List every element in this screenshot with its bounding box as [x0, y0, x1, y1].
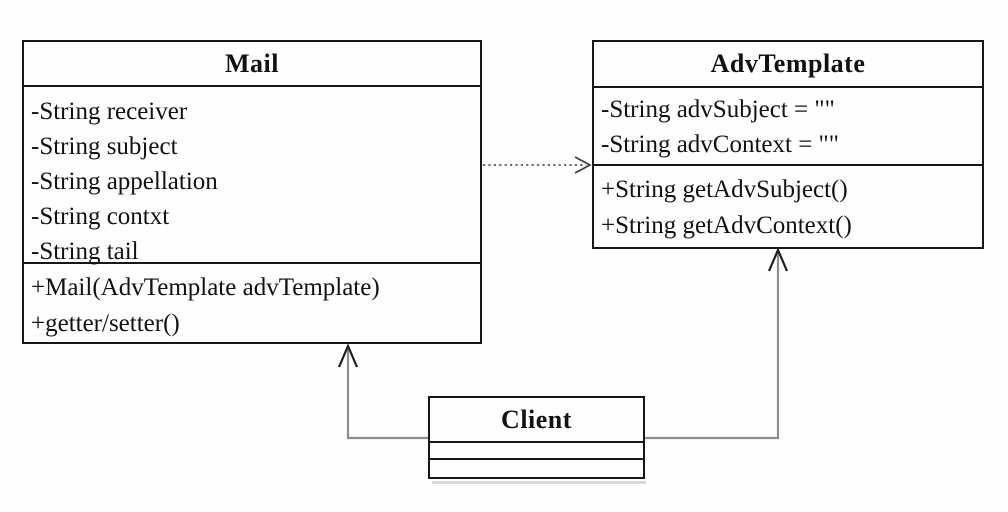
attribute: -String contxt — [31, 203, 170, 230]
method: +String getAdvSubject() — [601, 176, 848, 203]
class-box-mail: Mail -String receiver -String subject -S… — [22, 40, 482, 344]
dependency-arrow-mail-to-advtemplate — [483, 156, 592, 174]
class-name-client: Client — [430, 398, 643, 443]
attribute: -String advSubject = "" — [601, 96, 835, 123]
open-arrowhead-icon — [337, 343, 359, 368]
methods-compartment-advtemplate: +String getAdvSubject() +String getAdvCo… — [594, 166, 982, 244]
method: +String getAdvContext() — [601, 212, 852, 239]
attributes-compartment-client — [430, 443, 643, 460]
methods-compartment-client — [430, 460, 643, 475]
association-arrow-client-to-advtemplate — [644, 247, 789, 440]
class-box-advtemplate: AdvTemplate -String advSubject = "" -Str… — [592, 40, 984, 249]
attribute: -String tail — [31, 238, 139, 265]
attributes-compartment-mail: -String receiver -String subject -String… — [24, 87, 480, 265]
methods-compartment-mail: +Mail(AdvTemplate advTemplate) +getter/s… — [24, 264, 480, 342]
attributes-compartment-advtemplate: -String advSubject = "" -String advConte… — [594, 88, 982, 166]
class-box-client: Client — [428, 396, 645, 479]
attribute: -String advContext = "" — [601, 131, 839, 158]
class-name-mail: Mail — [24, 42, 480, 87]
class-name-advtemplate: AdvTemplate — [594, 42, 982, 88]
scan-artifact-line — [432, 481, 646, 484]
method: +getter/setter() — [31, 310, 180, 337]
attribute: -String appellation — [31, 168, 218, 195]
method: +Mail(AdvTemplate advTemplate) — [31, 274, 380, 301]
attribute: -String subject — [31, 133, 178, 160]
association-arrow-client-to-mail — [337, 343, 429, 440]
open-arrowhead-icon — [767, 247, 789, 272]
attribute: -String receiver — [31, 98, 188, 125]
open-arrowhead-icon — [574, 156, 592, 174]
